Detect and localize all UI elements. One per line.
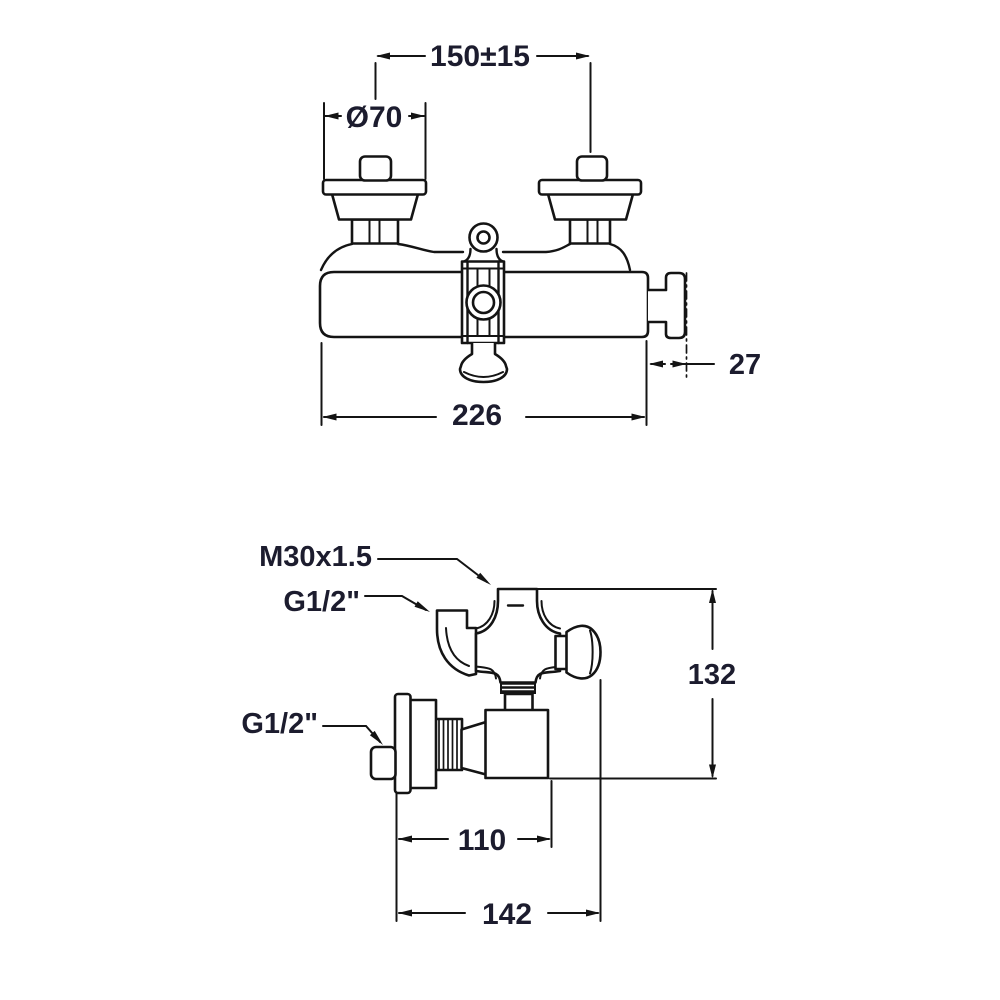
- arrow-left: [398, 835, 412, 843]
- dim-text-overall-height: 132: [688, 659, 736, 691]
- arrow-left: [324, 112, 339, 120]
- shower-outlet-elbow: [435, 609, 478, 677]
- side-view: M30x1.5 G1/2" G1/2" 132: [241, 541, 736, 931]
- right-mounting-nut: [568, 218, 612, 245]
- wall-union-flange: [648, 271, 687, 340]
- dim-text-overall-depth: 142: [482, 898, 532, 931]
- handle-bell: [565, 624, 602, 680]
- dim-overall-height: 132: [537, 588, 736, 780]
- label-cartridge-thread: M30x1.5: [259, 541, 491, 585]
- dim-wall-to-body: 110: [395, 780, 553, 922]
- leader-line: [377, 558, 488, 583]
- supply-connection: [369, 692, 464, 795]
- elbow-inner-wall: [445, 627, 470, 667]
- leader-arrow: [476, 572, 491, 585]
- hose-outlet-bore: [471, 290, 496, 315]
- side-escutcheon-flange: [393, 692, 412, 795]
- lower-valve-body: [484, 708, 550, 780]
- left-escutcheon: [321, 155, 428, 245]
- diverter-assembly: [458, 222, 509, 384]
- dim-text-escutcheon-diameter: Ø70: [346, 101, 403, 134]
- connector-block: [503, 692, 534, 713]
- left-escutcheon-cup: [330, 192, 420, 221]
- diverter-top-ring-hole: [476, 230, 491, 245]
- dim-overall-width: 226: [320, 340, 648, 432]
- side-wall-stub: [369, 745, 397, 781]
- arrow-up: [709, 589, 716, 603]
- label-text-shower-outlet-thread: G1/2": [283, 586, 360, 618]
- dim-overall-depth: 142: [398, 679, 602, 931]
- dim-escutcheon-diameter: Ø70: [323, 101, 427, 180]
- label-text-supply-thread: G1/2": [241, 708, 318, 740]
- leader-arrow: [414, 601, 430, 612]
- right-escutcheon-flange: [537, 178, 643, 196]
- arrow-right: [631, 413, 646, 421]
- spout-trumpet: [458, 343, 509, 384]
- left-mounting-nut: [350, 218, 400, 245]
- spout-lip: [463, 371, 504, 378]
- dim-text-wall-flange-depth: 27: [729, 349, 761, 381]
- dim-wall-flange-depth: 27: [649, 272, 761, 382]
- arrow-right: [672, 360, 687, 368]
- label-shower-outlet-thread: G1/2": [283, 586, 430, 618]
- front-view: 150±15 Ø70 27 2: [318, 40, 761, 432]
- right-wall-stub: [575, 155, 609, 182]
- left-hub-shoulder: [319, 242, 354, 272]
- leader-arrow: [369, 730, 383, 745]
- arrow-right: [576, 52, 590, 60]
- right-hub-ledge: [501, 242, 572, 254]
- handle-face-arc: [589, 629, 594, 675]
- arrow-right: [411, 112, 425, 120]
- right-hub-shoulder: [608, 242, 632, 272]
- left-escutcheon-flange: [321, 178, 428, 196]
- arrow-left: [322, 413, 337, 421]
- right-escutcheon: [537, 155, 643, 245]
- arrow-right: [537, 835, 551, 843]
- fillet-accent-bl: [475, 665, 497, 680]
- diverter-stem-left: [462, 247, 472, 263]
- label-supply-thread: G1/2": [241, 708, 383, 745]
- dim-text-wall-to-body: 110: [458, 824, 506, 857]
- fillet-accent-tr: [540, 600, 561, 630]
- lock-nut-band: [500, 681, 536, 694]
- side-escutcheon-body: [408, 698, 438, 790]
- left-wall-stub: [358, 155, 393, 182]
- fillet-accent-tl: [475, 600, 496, 630]
- dim-text-overall-width: 226: [452, 399, 502, 432]
- arrow-left: [398, 909, 412, 917]
- arrow-right: [586, 909, 600, 917]
- arrow-left: [376, 52, 390, 60]
- dim-text-center-distance: 150±15: [430, 40, 530, 73]
- label-text-cartridge-thread: M30x1.5: [259, 541, 372, 573]
- left-hub-ledge: [396, 242, 465, 254]
- dim-center-distance: 150±15: [374, 40, 592, 153]
- diverter-stem-right: [495, 247, 505, 263]
- right-escutcheon-cup: [546, 192, 635, 221]
- lower-body-neck: [460, 720, 488, 776]
- arrow-down: [709, 764, 716, 779]
- arrow-left: [649, 360, 663, 368]
